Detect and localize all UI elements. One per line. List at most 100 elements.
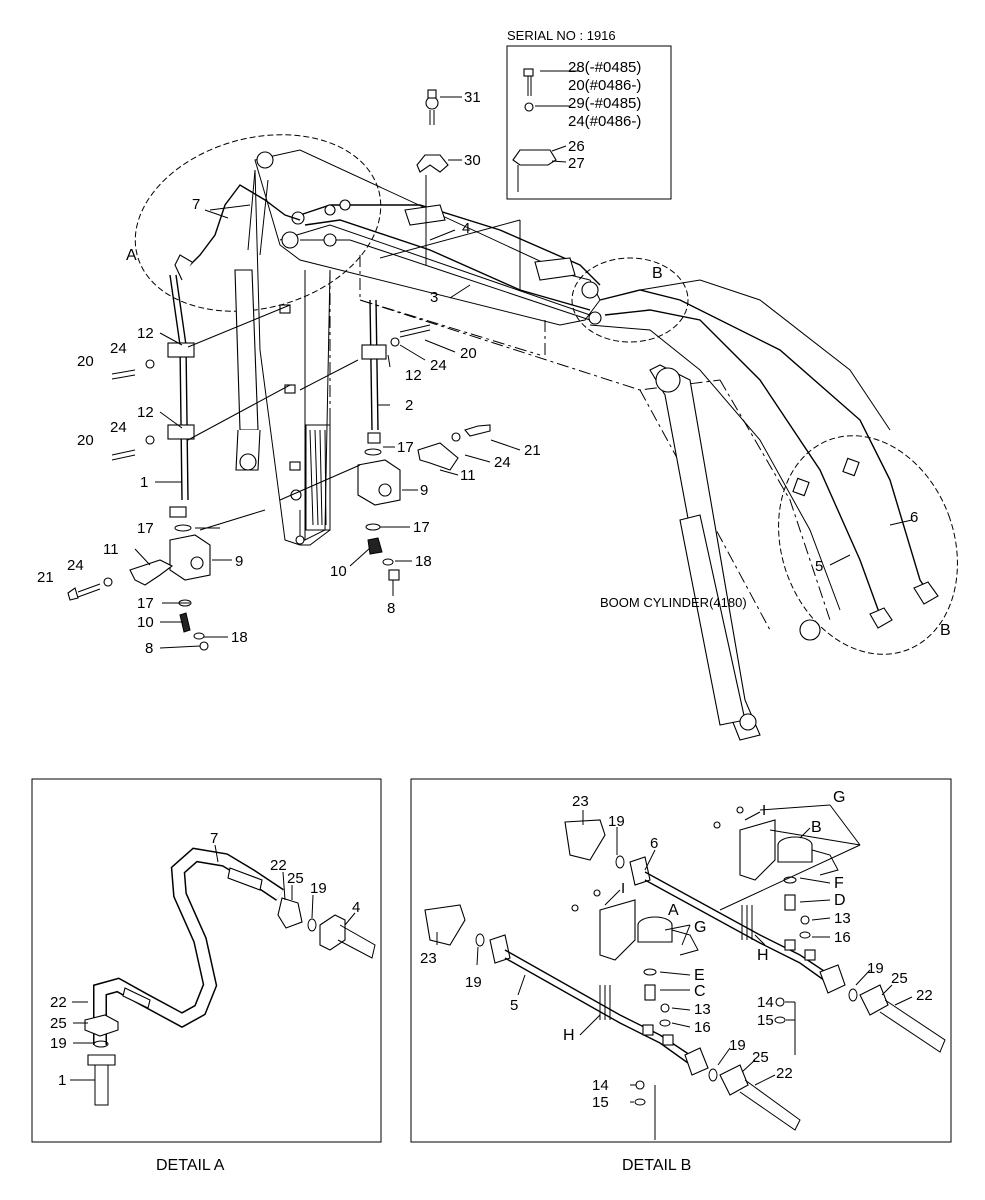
callout-11a: 11 (103, 541, 119, 558)
detail-b-callout-13b: 13 (694, 1001, 711, 1018)
callout-2: 2 (405, 397, 413, 414)
detail-b-callout-A: A (668, 902, 679, 919)
callout-21b: 21 (524, 442, 541, 459)
callout-18b: 18 (415, 553, 432, 570)
callout-B-bottom: B (940, 622, 951, 639)
pipe-2 (361, 299, 387, 444)
callout-17c: 17 (397, 439, 414, 456)
callout-8a: 8 (145, 640, 153, 657)
detail-b-callouts: 23 19 6 I G B F D 13 16 H 19 25 22 14 15… (420, 789, 933, 1174)
detail-b-circle-top (571, 257, 689, 343)
detail-a-callout-7: 7 (210, 830, 218, 847)
detail-b-callout-19c: 19 (465, 974, 482, 991)
detail-b-sensor-B (713, 806, 839, 911)
detail-a-callout-4: 4 (352, 899, 360, 916)
detail-b-line-5 (424, 904, 801, 1131)
arm-body (254, 149, 601, 546)
detail-b-callout-14b: 14 (592, 1077, 609, 1094)
callout-4: 4 (462, 220, 470, 237)
callout-9a: 9 (235, 553, 243, 570)
serial-label-27: 27 (568, 155, 585, 172)
boom-cylinder (649, 364, 761, 741)
callout-12b: 12 (137, 404, 154, 421)
bolt-icon (523, 68, 534, 96)
callout-20c: 20 (460, 345, 477, 362)
hose-7 (184, 184, 301, 271)
washer-icon (524, 102, 534, 112)
callout-6: 6 (910, 509, 918, 526)
callout-24c: 24 (67, 557, 84, 574)
detail-a-caption: DETAIL A (156, 1157, 225, 1174)
detail-b-hardware (634, 915, 811, 1106)
detail-b-callout-15a: 15 (757, 1012, 774, 1029)
detail-a-hose-inner (94, 849, 284, 1045)
detail-b-callout-19b: 19 (867, 960, 884, 977)
callout-24b: 24 (110, 419, 127, 436)
detail-a-oring-right (307, 918, 317, 932)
valve-9-middle (357, 424, 491, 581)
detail-b-callout-13a: 13 (834, 910, 851, 927)
detail-b-caption: DETAIL B (622, 1157, 691, 1174)
detail-a-callout-22b: 22 (50, 994, 67, 1011)
boom-cylinder-label: BOOM CYLINDER(4180) (600, 595, 747, 610)
detail-a-callout-22a: 22 (270, 857, 287, 874)
detail-b-callout-16b: 16 (694, 1019, 711, 1036)
pipe-1 (167, 274, 195, 518)
detail-b-callout-23b: 23 (420, 950, 437, 967)
detail-a-oring-bottom (93, 1040, 109, 1048)
callout-10b: 10 (330, 563, 347, 580)
detail-a-callout-1: 1 (58, 1072, 66, 1089)
detail-b-callout-B: B (811, 819, 822, 836)
serial-title: SERIAL NO : 1916 (507, 28, 616, 43)
detail-b-leaders (436, 804, 913, 1140)
main-assembly: 31 30 7 4 3 A B 12 24 20 12 24 20 1 17 9… (37, 89, 958, 741)
detail-b-line-6 (564, 819, 946, 1053)
clamp-hardware (111, 304, 431, 471)
callout-17b: 17 (137, 595, 154, 612)
callout-30: 30 (464, 152, 481, 169)
main-callouts: 31 30 7 4 3 A B 12 24 20 12 24 20 1 17 9… (37, 89, 951, 657)
callout-24e: 24 (494, 454, 511, 471)
detail-b-callout-22a: 22 (916, 987, 933, 1004)
detail-a-frame (31, 778, 382, 1143)
detail-b-callout-22b: 22 (776, 1065, 793, 1082)
detail-b-callout-H2: H (563, 1027, 575, 1044)
clamp-icon (512, 149, 557, 192)
leader-lines (134, 96, 913, 649)
detail-b-callout-F: F (834, 875, 844, 892)
callout-17d: 17 (413, 519, 430, 536)
valve-9-left (67, 524, 211, 651)
callout-10a: 10 (137, 614, 154, 631)
detail-b-callout-25a: 25 (891, 970, 908, 987)
detail-a-callout-19b: 19 (50, 1035, 67, 1052)
detail-b-callout-E: E (694, 967, 705, 984)
callout-20b: 20 (77, 432, 94, 449)
detail-b-callout-G2: G (694, 919, 706, 936)
detail-b-callout-G1: G (833, 789, 845, 806)
detail-a-flange-bottom (84, 1014, 119, 1037)
detail-b-callout-5: 5 (510, 997, 518, 1014)
detail-a-hose-fitting-high (227, 867, 263, 891)
detail-a-tube-1-flange (87, 1054, 116, 1066)
callout-7: 7 (192, 196, 200, 213)
detail-a-callout-25b: 25 (50, 1015, 67, 1032)
callout-5: 5 (815, 558, 823, 575)
callout-21a: 21 (37, 569, 54, 586)
detail-b-sensor-A (571, 889, 699, 1001)
detail-a-hose-fitting-low (122, 987, 151, 1009)
detail-a-tube-1 (94, 1065, 109, 1106)
callout-18a: 18 (231, 629, 248, 646)
detail-a-callout-25a: 25 (287, 870, 304, 887)
detail-b-callout-19a: 19 (608, 813, 625, 830)
detail-a-flange-right (277, 897, 303, 929)
detail-b-callout-15b: 15 (592, 1094, 609, 1111)
callout-24d: 24 (430, 357, 447, 374)
serial-label-28: 28(-#0485) (568, 59, 641, 76)
detail-b-callout-23a: 23 (572, 793, 589, 810)
detail-b-callout-16a: 16 (834, 929, 851, 946)
detail-b-callout-19d: 19 (729, 1037, 746, 1054)
callout-B-top: B (652, 265, 663, 282)
callout-11b: 11 (460, 467, 476, 484)
callout-20a: 20 (77, 353, 94, 370)
